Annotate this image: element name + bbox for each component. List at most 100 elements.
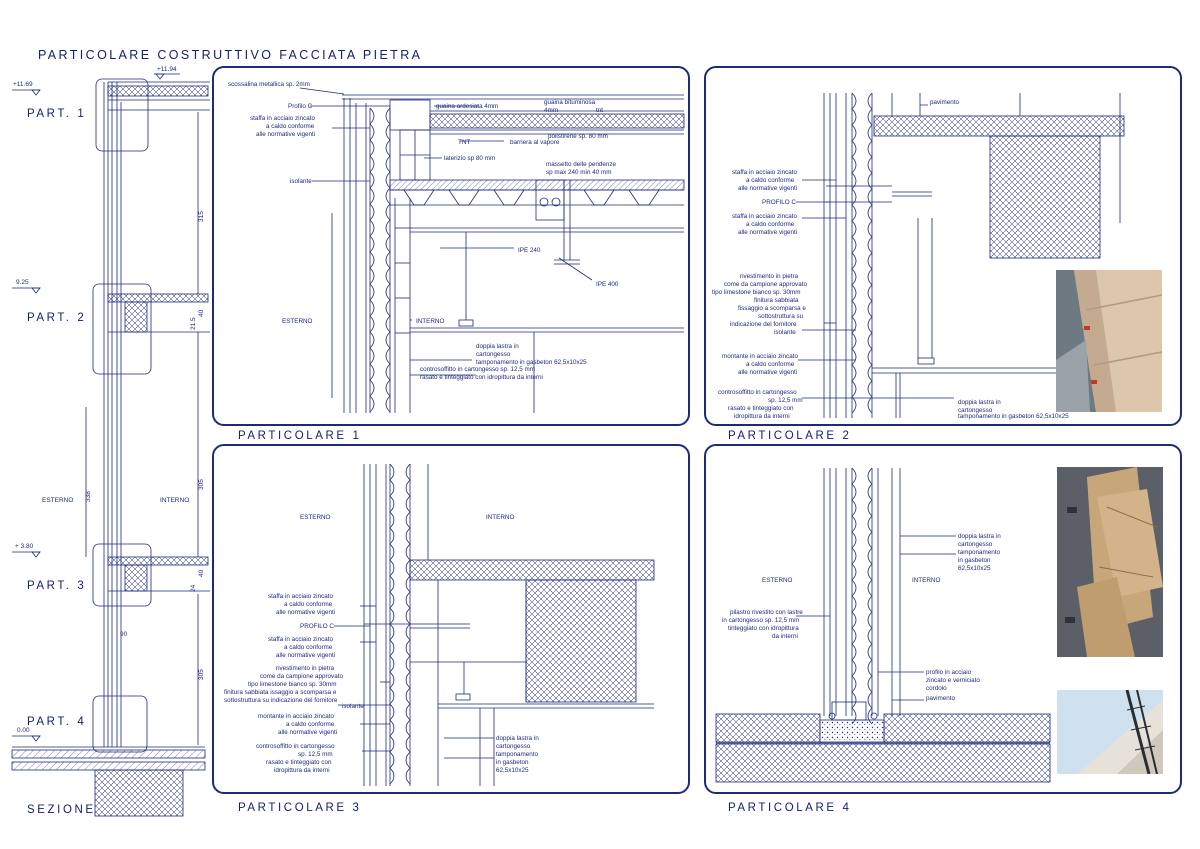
detail-panel-2: pavimento staffa in acciaio zincato a ca… (704, 66, 1182, 426)
p4-pilastro-4: da interni (772, 633, 798, 640)
p1-interno: INTERNO (416, 318, 444, 325)
part-label-4: PART. 4 (27, 716, 87, 728)
p2-tamponamento: tamponamento in gasbeton 62,5x10x25 (958, 413, 1069, 420)
detail-caption-4: PARTICOLARE 4 (728, 802, 852, 814)
p2-rivestimento-2: come da campione approvato (724, 281, 807, 288)
p1-scossalina: scossalina metallica sp. 2mm (228, 81, 310, 88)
travertine-facade-photo (1057, 467, 1163, 657)
p3-rivestimento-4: finitura sabbiata issaggio a scomparsa e (224, 689, 337, 696)
p4-doppia-1: doppia lastra in (958, 533, 1001, 540)
level-1194: +11.94 (157, 66, 177, 73)
p1-guaina-ard: guaina ardesiata 4mm (436, 103, 498, 110)
p4-profilo-2: zincato e verniciato (926, 677, 980, 684)
p3-montante-3: alle normative vigenti (278, 729, 337, 736)
detail-caption-1: PARTICOLARE 1 (238, 430, 362, 442)
p2-controsoffitto-3: rasato e tinteggiato con (728, 405, 794, 412)
side-interno: INTERNO (160, 497, 189, 504)
p4-pilastro-3: tinteggiato con idropittura (728, 625, 799, 632)
p3-staffa2-1: staffa in acciaio zincato (268, 636, 333, 643)
p4-tamponamento-3: 62,5x10x25 (958, 565, 991, 572)
dim-338: 338 (85, 491, 92, 502)
p1-barriera: barriera al vapore (510, 139, 560, 146)
dim-215: 21.5 (190, 317, 197, 330)
p3-isolante: isolante (342, 703, 364, 710)
level-380: + 3.80 (15, 543, 34, 550)
p2-rivestimento-7: indicazione del fornitore (730, 321, 797, 328)
p2-staffa1-2: a caldo conforme (746, 177, 795, 184)
p4-pilastro-1: pilastro rivestito con lastre (730, 609, 803, 616)
p3-controsoffitto-2: sp. 12,5 mm (298, 751, 333, 758)
dim-40a: 40 (198, 309, 205, 317)
side-esterno: ESTERNO (42, 497, 73, 504)
dim-305a: 305 (198, 479, 205, 490)
p1-massetto-1: massetto delle pendenze (546, 161, 617, 168)
p2-pavimento: pavimento (930, 99, 960, 106)
p1-massetto-2: sp max 240 min 40 mm (546, 169, 611, 176)
p3-staffa2-3: alle normative vigenti (276, 652, 335, 659)
p1-controsoffitto-1: controsoffitto in cartongesso sp. 12,5 m… (420, 366, 535, 373)
glass-facade-photo (1057, 690, 1163, 774)
p4-interno: INTERNO (912, 577, 940, 584)
dim-24: 24 (190, 584, 197, 592)
p4-pavimento: pavimento (926, 695, 956, 702)
dim-40b: 40 (198, 569, 205, 577)
p1-tnt-top: tnt (596, 107, 603, 114)
p2-rivestimento-6: sottostruttura su (758, 313, 804, 320)
p3-rivestimento-5: sottostruttura su indicazione del fornit… (224, 697, 338, 704)
p2-montante-2: a caldo conforme (746, 361, 795, 368)
section-drawing: +11.69 +11.94 9.25 + 3.80 0.00 315 21.5 … (11, 66, 210, 817)
p3-tamponamento-2: in gasbeton (496, 759, 529, 766)
p3-staffa1-2: a caldo conforme (284, 601, 333, 608)
p1-tamponamento: tamponamento in gasbeton 62,5x10x25 (476, 359, 587, 366)
level-925: 9.25 (16, 279, 29, 286)
p2-doppia-1: doppia lastra in (958, 399, 1001, 406)
p1-doppia-2: cartongesso (476, 351, 511, 358)
p3-controsoffitto-3: rasato e tinteggiato con (266, 759, 332, 766)
p3-profilo: PROFILO C (300, 623, 334, 630)
p1-doppia-1: doppia lastra in (476, 343, 519, 350)
p1-staffa-2: a caldo conforme (266, 123, 315, 130)
p2-staffa1-3: alle normative vigenti (738, 185, 797, 192)
p2-staffa1-1: staffa in acciaio zincato (732, 169, 797, 176)
p1-polistirene: polistirene sp. 80 mm (548, 133, 608, 140)
p3-interno: INTERNO (486, 514, 514, 521)
p3-controsoffitto-4: idropittura da interni (274, 767, 330, 774)
p3-doppia-2: cartongesso (496, 743, 531, 750)
p4-tamponamento-2: in gasbeton (958, 557, 991, 564)
dim-315: 315 (198, 211, 205, 222)
p4-profilo-3: cordolo (926, 685, 947, 692)
p3-tamponamento-3: 62,5x10x25 (496, 767, 529, 774)
p2-doppia-2: cartongesso (958, 407, 993, 414)
p3-staffa1-3: alle normative vigenti (276, 609, 335, 616)
p3-staffa2-2: a caldo conforme (284, 644, 333, 651)
p1-isolante: isolante (290, 178, 312, 185)
detail-caption-3: PARTICOLARE 3 (238, 802, 362, 814)
p3-montante-2: a caldo conforme (286, 721, 335, 728)
p3-controsoffitto-1: controsoffitto in cartongesso (256, 743, 335, 750)
p1-esterno: ESTERNO (282, 318, 313, 325)
section-caption: SEZIONE (27, 804, 96, 816)
p1-controsoffitto-2: rasato e tinteggiato con idropittura da … (420, 374, 543, 381)
p1-ipe400: IPE 400 (596, 281, 619, 288)
part-label-1: PART. 1 (27, 108, 87, 120)
p2-rivestimento-5: fissaggio a scomparsa e (738, 305, 806, 312)
detail-caption-2: PARTICOLARE 2 (728, 430, 852, 442)
part-label-3: PART. 3 (27, 580, 87, 592)
p2-rivestimento-3: tipo limestone bianco sp. 30mm (712, 289, 801, 296)
p2-rivestimento-1: rivestimento in pietra (740, 273, 799, 280)
p1-ipe240: IPE 240 (518, 247, 541, 254)
detail-panel-4: ESTERNO INTERNO doppia lastra in cartong… (704, 444, 1182, 794)
level-000: 0.00 (17, 727, 30, 734)
sheet-title: PARTICOLARE COSTRUTTIVO FACCIATA PIETRA (38, 48, 423, 62)
p3-tamponamento-1: tamponamento (496, 751, 539, 758)
p3-doppia-1: doppia lastra in (496, 735, 539, 742)
part-label-2: PART. 2 (27, 312, 87, 324)
p1-laterizio: laterizio sp 80 mm (444, 155, 495, 162)
p2-staffa2-1: staffa in acciaio zincato (732, 213, 797, 220)
p4-profilo-1: profilo in acciaio (926, 669, 972, 676)
p4-doppia-2: cartongesso (958, 541, 993, 548)
level-1169: +11.69 (13, 81, 33, 88)
p2-montante-1: montante in acciaio zincato (722, 353, 798, 360)
p3-esterno: ESTERNO (300, 514, 331, 521)
